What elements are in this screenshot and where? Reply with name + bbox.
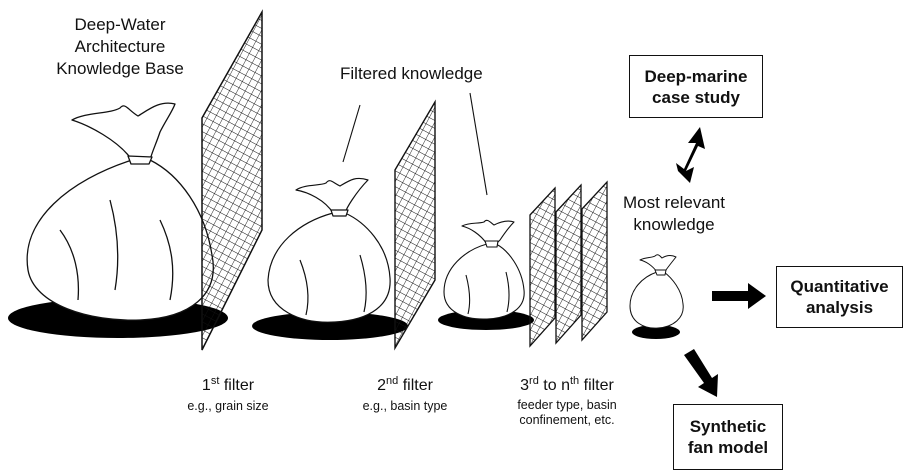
most-relevant-line-2: knowledge [612, 214, 736, 236]
case-study-line-1: Deep-marine [645, 66, 748, 87]
knowledge-bag-small [444, 220, 524, 319]
filtered-knowledge-label: Filtered knowledge [340, 63, 483, 85]
filter-3-number-2: n [561, 377, 570, 394]
filtered-knowledge-pointer-2 [470, 93, 487, 195]
filter-3-number: 3 [520, 377, 529, 394]
filter-1-suffix: st [211, 375, 220, 387]
synthetic-line-1: Synthetic [688, 416, 768, 437]
knowledge-base-line-3: Knowledge Base [48, 58, 192, 80]
filter-1-title: 1st filter [173, 372, 283, 395]
synthetic-box: Synthetic fan model [673, 404, 783, 470]
filter-net-3c [582, 182, 607, 340]
filter-net-1 [202, 12, 262, 350]
filter-3-suffix: rd [529, 375, 539, 387]
most-relevant-label: Most relevant knowledge [612, 192, 736, 236]
arrow-synthetic [684, 349, 718, 397]
filter-3-word: filter [584, 377, 614, 394]
filtered-knowledge-pointer-1 [343, 105, 360, 162]
knowledge-base-line-1: Deep-Water [48, 14, 192, 36]
filter-2-caption: 2nd filter e.g., basin type [350, 372, 460, 414]
filter-1-word: filter [224, 377, 254, 394]
filter-3-caption: 3rd to nth filter feeder type, basin con… [500, 372, 634, 428]
filter-net-2 [395, 102, 435, 348]
filter-2-number: 2 [377, 377, 386, 394]
filter-1-number: 1 [202, 377, 211, 394]
double-arrow-case-study [676, 127, 705, 183]
filter-1-example: e.g., grain size [173, 399, 283, 414]
synthetic-line-2: fan model [688, 437, 768, 458]
case-study-line-2: case study [645, 87, 748, 108]
filter-3-title: 3rd to nth filter [500, 372, 634, 395]
filter-3-connector: to [543, 377, 556, 394]
arrow-quantitative [712, 283, 766, 309]
filter-2-word: filter [403, 377, 433, 394]
knowledge-bag-large [27, 103, 213, 320]
knowledge-bag-tiny [630, 255, 683, 328]
quantitative-line-1: Quantitative [790, 276, 888, 297]
filter-3-example-line-1: feeder type, basin [500, 398, 634, 413]
knowledge-bag-medium [268, 178, 390, 322]
quantitative-box: Quantitative analysis [776, 266, 903, 328]
knowledge-base-line-2: Architecture [48, 36, 192, 58]
filter-2-suffix: nd [386, 375, 398, 387]
filter-2-title: 2nd filter [350, 372, 460, 395]
most-relevant-line-1: Most relevant [612, 192, 736, 214]
filter-net-3b [556, 185, 581, 343]
filter-1-caption: 1st filter e.g., grain size [173, 372, 283, 414]
filter-net-3a [530, 188, 555, 346]
knowledge-base-title: Deep-Water Architecture Knowledge Base [48, 14, 192, 80]
filter-3-example-line-2: confinement, etc. [500, 413, 634, 428]
filter-2-example: e.g., basin type [350, 399, 460, 414]
filter-3-suffix-2: th [570, 375, 579, 387]
quantitative-line-2: analysis [790, 297, 888, 318]
case-study-box: Deep-marine case study [629, 55, 763, 118]
